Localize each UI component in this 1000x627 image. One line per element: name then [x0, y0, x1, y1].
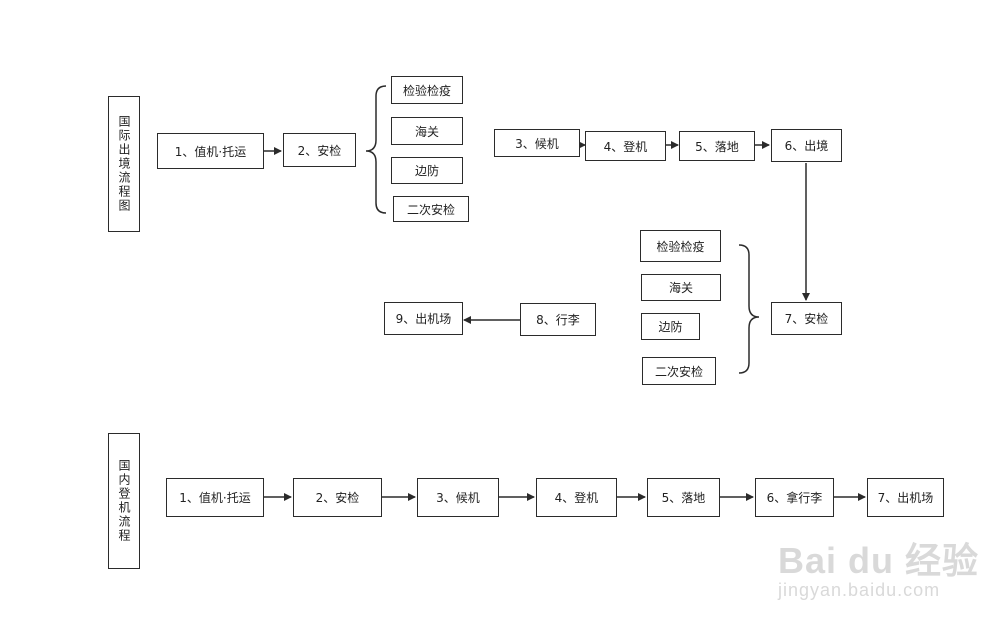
dom-step-landing: 5、落地 — [647, 478, 720, 517]
check-customs-bottom: 海关 — [641, 274, 721, 301]
check-customs-top: 海关 — [391, 117, 463, 145]
intl-step-security-2: 7、安检 — [771, 302, 842, 335]
check-border-top: 边防 — [391, 157, 463, 184]
dom-step-exit-airport: 7、出机场 — [867, 478, 944, 517]
dom-step-security: 2、安检 — [293, 478, 382, 517]
dom-step-boarding: 4、登机 — [536, 478, 617, 517]
baidu-watermark-url: jingyan.baidu.com — [778, 580, 941, 600]
brace-top — [365, 85, 387, 214]
intl-step-exit-airport: 9、出机场 — [384, 302, 463, 335]
intl-step-waiting: 3、候机 — [494, 129, 580, 157]
intl-step-baggage: 8、行李 — [520, 303, 596, 336]
intl-step-security: 2、安检 — [283, 133, 356, 167]
intl-step-departure: 6、出境 — [771, 129, 842, 162]
international-title: 国际出境流程图 — [108, 96, 140, 232]
dom-step-waiting: 3、候机 — [417, 478, 499, 517]
check-second-security-bottom: 二次安检 — [642, 357, 716, 385]
dom-step-baggage: 6、拿行李 — [755, 478, 834, 517]
dom-step-checkin: 1、值机·托运 — [166, 478, 264, 517]
intl-step-checkin: 1、值机·托运 — [157, 133, 264, 169]
check-second-security-top: 二次安检 — [393, 196, 469, 222]
baidu-watermark-logo: Bai du 经验 — [778, 540, 980, 581]
intl-step-landing: 5、落地 — [679, 131, 755, 161]
check-quarantine-bottom: 检验检疫 — [640, 230, 721, 262]
domestic-title: 国内登机流程 — [108, 433, 140, 569]
intl-step-boarding: 4、登机 — [585, 131, 666, 161]
brace-bottom — [738, 244, 760, 374]
check-border-bottom: 边防 — [641, 313, 700, 340]
check-quarantine-top: 检验检疫 — [391, 76, 463, 104]
